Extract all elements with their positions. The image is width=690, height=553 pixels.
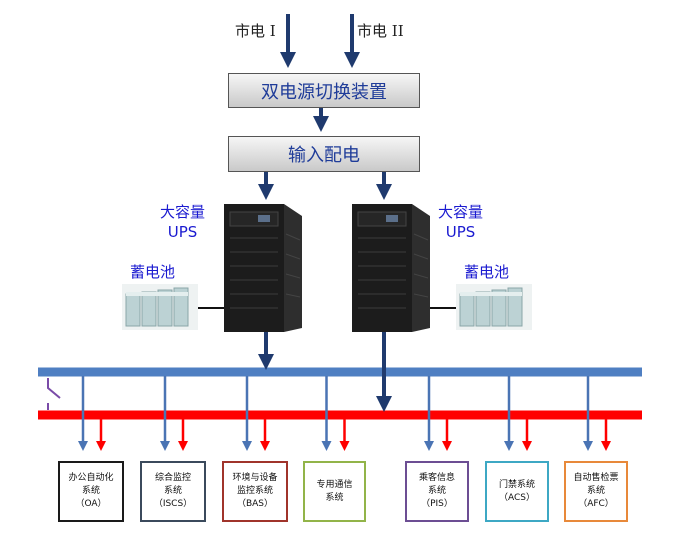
system-box-6: 门禁系统 （ACS） [485,461,549,522]
system-box-4-line-2: 系统 [325,492,344,503]
system-box-3-line-3: （BAS） [236,499,274,509]
system-box-3: 环境与设备监控系统 （BAS） [222,461,288,522]
ups-right-line2: UPS [445,223,476,241]
system-box-3-line-2: 监控系统 [236,486,273,496]
ups-right-label: 大容量 UPS [438,202,483,242]
ats-label: 双电源切换装置 [261,81,387,103]
system-box-4: 专用通信系统 [303,461,366,522]
system-box-6-line-1: 门禁系统 [498,479,535,490]
input-dist-box: 输入配电 [228,136,420,172]
battery-right-label: 蓄电池 [464,263,510,281]
system-box-7-line-2: 系统 [586,486,605,496]
ups-left-label: 大容量 UPS [160,202,205,242]
bus-tie-switch [47,378,61,410]
system-box-2-line-2: 系统 [163,486,182,496]
input-dist-label: 输入配电 [288,145,360,166]
ups-right-line1: 大容量 [438,203,484,221]
system-box-1: 办公自动化系统 （OA） [58,461,124,522]
system-box-1-line-3: （OA） [75,499,107,509]
system-box-7-line-3: （AFC） [578,499,614,509]
mains1-label: 市电 I [235,22,276,40]
system-box-3-line-1: 环境与设备 [232,473,278,483]
system-box-4-line-1: 专用通信 [316,479,353,490]
ups-left-line1: 大容量 [160,203,206,221]
system-box-7: 自动售检票系统 （AFC） [564,461,628,522]
mains2-label: 市电 II [357,22,404,40]
ups-left-cabinet-icon [224,204,302,332]
battery-left-icon [122,284,198,330]
system-box-2-line-3: （ISCS） [153,499,193,509]
system-box-1-line-1: 办公自动化 [68,473,114,483]
system-box-5: 乘客信息系统 （PIS） [405,461,469,522]
battery-right-icon [456,284,532,330]
ups-left-line2: UPS [167,223,198,241]
ups-right-cabinet-icon [352,204,430,332]
battery-left-label: 蓄电池 [130,263,176,281]
system-box-6-line-2: （ACS） [499,492,535,503]
system-box-5-line-3: （PIS） [421,499,453,509]
system-box-5-line-1: 乘客信息 [418,473,455,483]
ats-box: 双电源切换装置 [228,73,420,108]
system-box-2-line-1: 综合监控 [154,473,191,483]
system-box-1-line-2: 系统 [81,486,100,496]
system-box-7-line-1: 自动售检票 [573,473,619,483]
system-box-5-line-2: 系统 [427,486,446,496]
system-box-2: 综合监控系统 （ISCS） [140,461,206,522]
